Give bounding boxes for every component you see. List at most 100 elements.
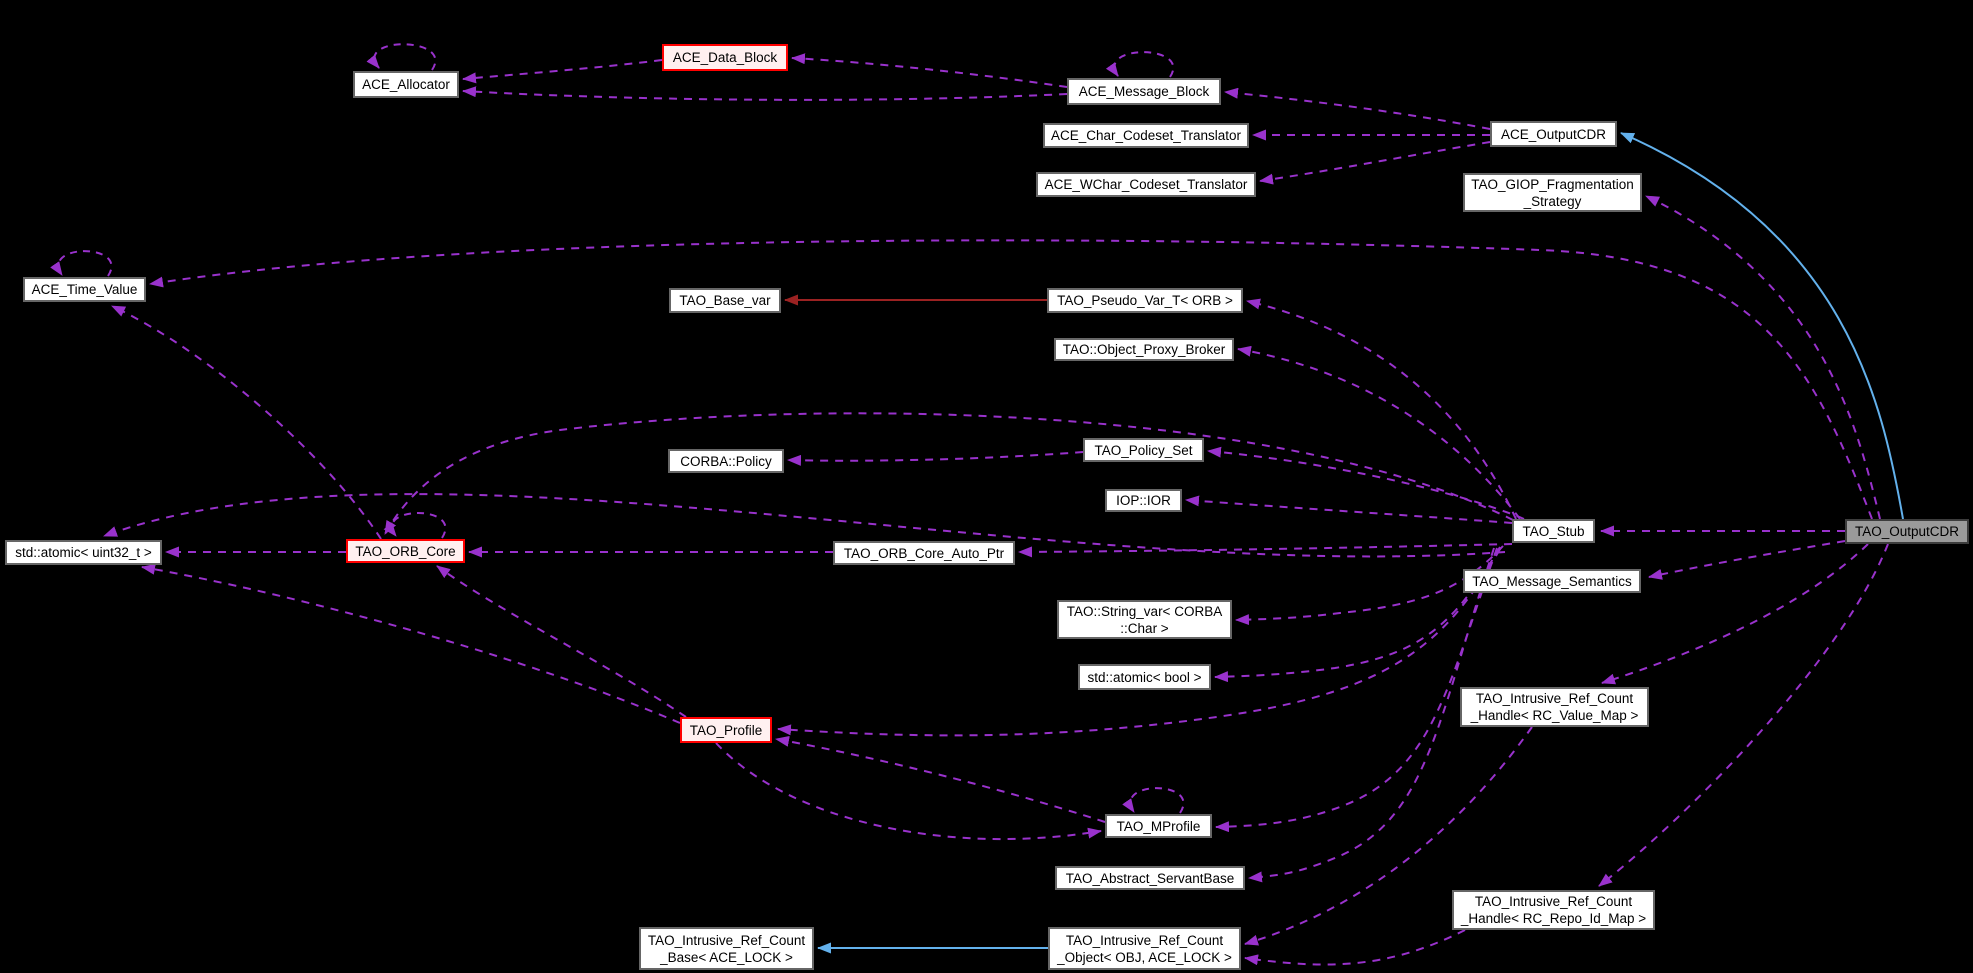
- edge-tao-outputcdr-to-tao-irc-handle-rc-repo-id-map: [1598, 543, 1889, 887]
- node-label: std::atomic< uint32_t >: [15, 545, 152, 560]
- node-corba-policy[interactable]: CORBA::Policy: [668, 449, 784, 473]
- node-label: TAO_Profile: [689, 722, 763, 738]
- edge-tao-irc-handle-rc-value-map-to-tao-irc-object-obj-ace-lock: [1244, 726, 1533, 946]
- node-tao-stub[interactable]: TAO_Stub: [1512, 519, 1595, 543]
- node-label: TAO_Intrusive_Ref_Count: [1065, 932, 1224, 948]
- node-ace-allocator[interactable]: ACE_Allocator: [353, 71, 459, 98]
- node-label: ACE_Message_Block: [1078, 84, 1210, 99]
- node-label: _Handle< RC_Repo_Id_Map >: [1460, 911, 1647, 926]
- node-tao-policy-set[interactable]: TAO_Policy_Set: [1083, 438, 1204, 462]
- node-label: CORBA::Policy: [680, 453, 772, 469]
- node-label: ACE_Time_Value: [31, 282, 138, 297]
- node-label: _Object< OBJ, ACE_LOCK >: [1057, 949, 1232, 965]
- node-label: TAO_Intrusive_Ref_Count: [1474, 894, 1633, 909]
- node-ace-time-value[interactable]: ACE_Time_Value: [23, 277, 146, 302]
- node-tao-string-var-corba-char[interactable]: TAO::String_var< CORBA::Char >: [1057, 600, 1232, 639]
- node-label: TAO_Intrusive_Ref_Count: [1475, 691, 1634, 706]
- node-label: _Strategy: [1523, 193, 1582, 209]
- edge-tao-stub-to-tao-object-proxy-broker: [1237, 345, 1521, 520]
- node-label: std::atomic< bool >: [1087, 669, 1202, 685]
- node-label: ::Char >: [1120, 620, 1169, 636]
- node-label: TAO::String_var< CORBA: [1066, 603, 1223, 619]
- node-tao-irc-object-obj-ace-lock[interactable]: TAO_Intrusive_Ref_Count_Object< OBJ, ACE…: [1048, 927, 1241, 970]
- node-ace-message-block[interactable]: ACE_Message_Block: [1067, 78, 1221, 105]
- edge-ace-message-block-to-ace-allocator: [462, 86, 1068, 101]
- edge-tao-profile-to-std-atomic-uint32: [141, 563, 681, 724]
- edge-tao-profile-to-tao-mprofile: [715, 742, 1102, 841]
- node-label: TAO_Base_var: [679, 293, 771, 308]
- node-tao-outputcdr[interactable]: TAO_OutputCDR: [1845, 519, 1969, 544]
- edge-tao-irc-handle-rc-repo-id-map-to-tao-irc-object-obj-ace-lock: [1244, 929, 1466, 966]
- node-tao-mprofile[interactable]: TAO_MProfile: [1105, 814, 1212, 838]
- edge-ace-message-block-to-ace-message-block: [1105, 51, 1174, 78]
- node-tao-orb-core[interactable]: TAO_ORB_Core: [346, 539, 465, 563]
- edge-ace-data-block-to-ace-allocator: [462, 59, 663, 84]
- edge-ace-outputcdr-to-ace-wchar-codeset-translator: [1259, 141, 1491, 185]
- edge-tao-outputcdr-to-ace-outputcdr: [1620, 132, 1904, 520]
- node-tao-abstract-servantbase[interactable]: TAO_Abstract_ServantBase: [1055, 866, 1245, 890]
- node-label: TAO_ORB_Core: [355, 543, 456, 559]
- node-label: TAO_Message_Semantics: [1472, 573, 1632, 589]
- edge-tao-profile-to-tao-orb-core: [436, 565, 687, 718]
- edge-tao-stub-to-tao-mprofile: [1215, 547, 1498, 833]
- node-tao-irc-handle-rc-value-map[interactable]: TAO_Intrusive_Ref_Count _Handle< RC_Value…: [1460, 687, 1649, 727]
- node-ace-outputcdr[interactable]: ACE_OutputCDR: [1490, 121, 1617, 147]
- node-label: IOP::IOR: [1116, 493, 1171, 508]
- edge-tao-policy-set-to-corba-policy: [787, 451, 1084, 466]
- node-tao-object-proxy-broker[interactable]: TAO::Object_Proxy_Broker: [1054, 338, 1234, 361]
- node-label: TAO_Pseudo_Var_T< ORB >: [1057, 293, 1233, 308]
- node-label: ACE_Allocator: [362, 77, 450, 92]
- edge-ace-time-value-to-ace-time-value: [50, 250, 113, 277]
- edge-tao-mprofile-to-tao-mprofile: [1122, 787, 1185, 814]
- node-ace-data-block[interactable]: ACE_Data_Block: [662, 44, 788, 71]
- edge-tao-stub-to-tao-abstract-servantbase: [1248, 547, 1495, 883]
- node-tao-message-semantics[interactable]: TAO_Message_Semantics: [1463, 569, 1641, 593]
- edge-tao-stub-to-std-atomic-bool: [1214, 546, 1501, 683]
- edge-tao-orb-core-to-ace-time-value: [111, 305, 382, 540]
- edge-tao-stub-to-iop-ior: [1185, 495, 1513, 524]
- edge-tao-stub-to-tao-orb-core: [384, 412, 1514, 535]
- node-std-atomic-uint32[interactable]: std::atomic< uint32_t >: [5, 540, 162, 565]
- node-std-atomic-bool[interactable]: std::atomic< bool >: [1078, 664, 1211, 690]
- node-tao-irc-handle-rc-repo-id-map[interactable]: TAO_Intrusive_Ref_Count _Handle< RC_Repo_…: [1452, 890, 1655, 930]
- node-label: TAO_OutputCDR: [1854, 524, 1960, 539]
- node-label: TAO_GIOP_Fragmentation: [1471, 176, 1634, 192]
- edge-tao-orb-core-to-tao-orb-core: [383, 512, 447, 539]
- node-tao-pseudo-var-t-orb[interactable]: TAO_Pseudo_Var_T< ORB >: [1047, 288, 1243, 313]
- node-label: TAO_MProfile: [1116, 818, 1201, 834]
- node-label: ACE_Char_Codeset_Translator: [1050, 128, 1242, 143]
- node-label: TAO_Intrusive_Ref_Count: [647, 932, 806, 948]
- edge-ace-message-block-to-ace-data-block: [791, 53, 1068, 88]
- node-label: ACE_Data_Block: [672, 50, 778, 65]
- node-label: TAO_ORB_Core_Auto_Ptr: [843, 545, 1005, 561]
- edge-tao-outputcdr-to-tao-irc-handle-rc-value-map: [1601, 543, 1869, 685]
- edge-tao-outputcdr-to-tao-giop-fragmentation-strategy: [1645, 195, 1881, 520]
- node-label: TAO_Stub: [1522, 523, 1585, 539]
- node-label: TAO_Policy_Set: [1094, 442, 1193, 458]
- node-label: ACE_OutputCDR: [1500, 126, 1607, 142]
- edge-ace-allocator-to-ace-allocator: [366, 43, 437, 71]
- node-ace-char-codeset-translator[interactable]: ACE_Char_Codeset_Translator: [1043, 123, 1249, 148]
- node-tao-giop-fragmentation-strategy[interactable]: TAO_GIOP_Fragmentation_Strategy: [1463, 173, 1642, 212]
- edge-tao-stub-to-std-atomic-uint32: [103, 493, 1506, 558]
- edge-tao-stub-to-tao-orb-core-auto-ptr: [1018, 543, 1513, 558]
- node-iop-ior[interactable]: IOP::IOR: [1105, 489, 1182, 512]
- edge-tao-stub-to-tao-pseudo-var-t-orb: [1246, 298, 1517, 520]
- edge-tao-outputcdr-to-ace-time-value: [149, 239, 1873, 520]
- node-ace-wchar-codeset-translator[interactable]: ACE_WChar_Codeset_Translator: [1036, 172, 1256, 197]
- node-label: _Base< ACE_LOCK >: [660, 949, 793, 965]
- edge-ace-outputcdr-to-ace-message-block: [1224, 87, 1491, 130]
- edge-tao-stub-to-tao-policy-set: [1207, 446, 1525, 520]
- edge-tao-outputcdr-to-tao-message-semantics: [1648, 540, 1846, 580]
- edge-tao-mprofile-to-tao-profile: [775, 735, 1106, 823]
- node-tao-base-var[interactable]: TAO_Base_var: [669, 288, 781, 313]
- node-tao-orb-core-auto-ptr[interactable]: TAO_ORB_Core_Auto_Ptr: [833, 541, 1015, 565]
- node-label: ACE_WChar_Codeset_Translator: [1044, 177, 1248, 192]
- node-tao-profile[interactable]: TAO_Profile: [680, 717, 772, 743]
- node-label: _Handle< RC_Value_Map >: [1470, 708, 1639, 723]
- node-label: TAO_Abstract_ServantBase: [1065, 870, 1235, 886]
- node-label: TAO::Object_Proxy_Broker: [1062, 342, 1226, 357]
- node-tao-irc-base-ace-lock[interactable]: TAO_Intrusive_Ref_Count_Base< ACE_LOCK >: [639, 927, 814, 970]
